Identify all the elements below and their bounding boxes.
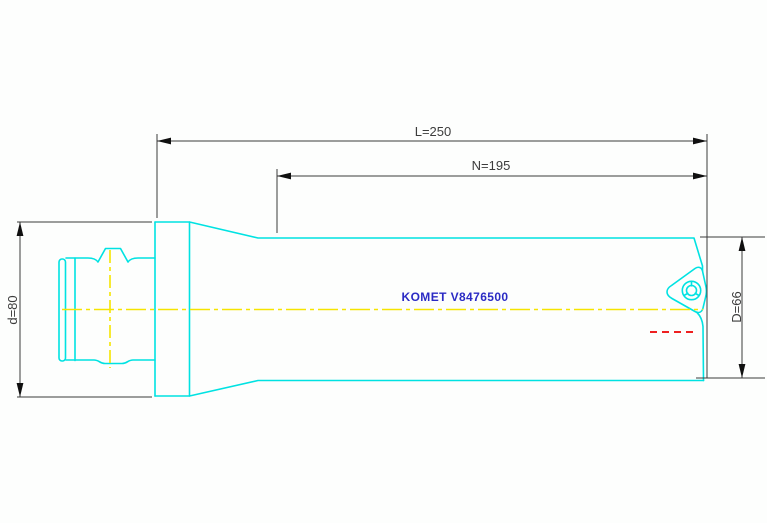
dimension-label-L: L=250 <box>415 124 452 139</box>
product-title-label: KOMET V8476500 <box>402 290 509 304</box>
dimension-cutting-diameter: D=66 <box>696 236 765 379</box>
dimension-label-d: d=80 <box>5 295 20 324</box>
shank-bottom-edge <box>65 359 156 365</box>
dimension-label-D: D=66 <box>729 291 744 322</box>
dimension-shank-diameter: d=80 <box>5 221 152 398</box>
arrowhead-bottom <box>738 364 746 378</box>
dimension-usable-length: N=195 <box>276 158 707 233</box>
arrowhead-bottom <box>16 383 24 397</box>
insert-screw <box>681 280 702 301</box>
arrowhead-left <box>157 137 171 145</box>
body-bottom-edge <box>154 379 705 397</box>
tool-outline <box>58 221 708 397</box>
shank-top-edge <box>65 247 156 263</box>
arrowhead-top <box>738 237 746 251</box>
arrowhead-right <box>693 172 707 180</box>
body-top-edge <box>154 221 704 274</box>
dimension-label-N: N=195 <box>472 158 511 173</box>
tip-right-edge <box>696 311 705 382</box>
arrowhead-left <box>277 172 291 180</box>
screw-torx-notches <box>683 280 700 297</box>
arrowhead-right <box>693 137 707 145</box>
dimension-total-length: L=250 <box>156 124 708 378</box>
arrowhead-top <box>16 222 24 236</box>
